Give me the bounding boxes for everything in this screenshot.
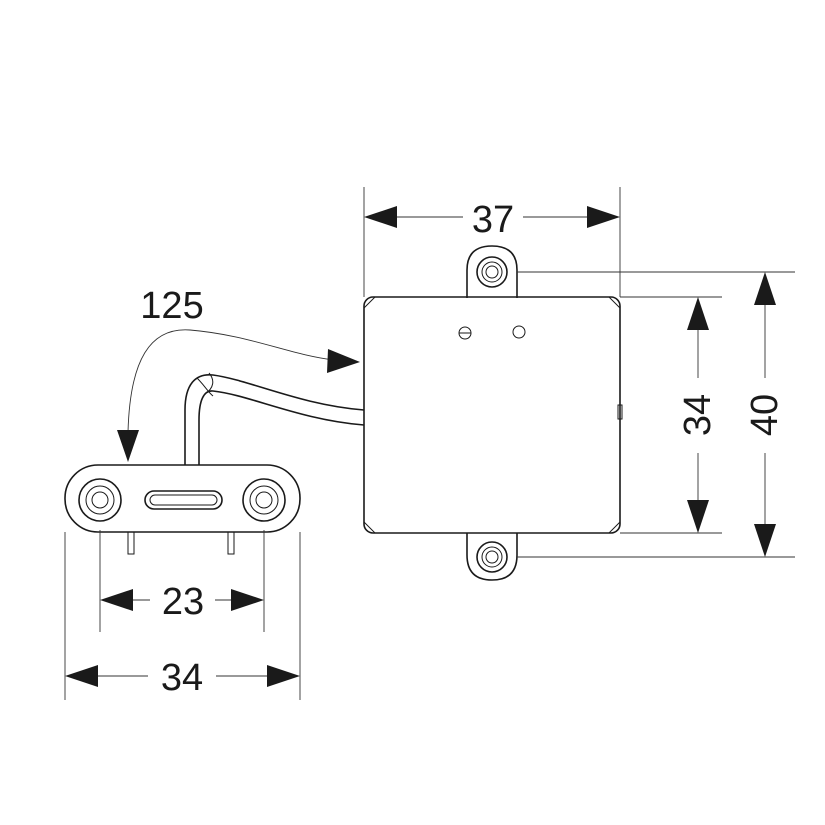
- led-indicator-icon: [512, 325, 526, 339]
- sensor-right-hole-outer: [242, 478, 286, 522]
- sensor-right-hole-core: [255, 491, 273, 509]
- junction-box: [363, 245, 623, 581]
- bottom-mounting-hole-outer: [476, 541, 508, 573]
- sensor-left-hole-core: [91, 491, 109, 509]
- top-mounting-tab: [466, 245, 518, 298]
- cable: [184, 372, 365, 465]
- sensor-pin-right: [227, 531, 235, 555]
- cable-twist: [196, 377, 214, 397]
- corner-bevel: [363, 521, 376, 534]
- sensor-slot: [144, 490, 223, 510]
- dimension-label-sensor-width: 34: [161, 657, 203, 699]
- sensor-left-hole-outer: [78, 478, 122, 522]
- bottom-mounting-tab: [466, 533, 518, 581]
- dimension-label-cable-length: 125: [140, 285, 203, 327]
- dimension-box-total-height: 40: [744, 272, 786, 557]
- dimension-box-width: 37: [364, 199, 620, 241]
- corner-bevel: [608, 296, 621, 309]
- sensor-right-hole-mid: [249, 485, 279, 515]
- sensor-body: [64, 464, 301, 533]
- cable-upper-edge: [184, 374, 365, 465]
- corner-bevel: [363, 296, 376, 309]
- dimension-label-box-total-height: 40: [744, 394, 786, 436]
- cable-lower-edge: [198, 390, 365, 465]
- top-mounting-hole-outer: [476, 256, 508, 288]
- side-notch: [617, 404, 623, 420]
- dimension-box-body-height: 34: [677, 297, 719, 533]
- bottom-mounting-hole-core: [485, 550, 499, 564]
- extension-lines: [64, 187, 795, 700]
- sensor: [64, 464, 301, 555]
- bottom-mounting-hole-inner: [481, 546, 503, 568]
- top-mounting-hole-inner: [481, 261, 503, 283]
- dimension-label-box-body-height: 34: [677, 394, 719, 436]
- dimension-sensor-hole-spacing: 23: [100, 581, 264, 623]
- dimension-cable-length: 125: [117, 285, 360, 462]
- sensor-left-hole-mid: [85, 485, 115, 515]
- cable-twist: [204, 372, 214, 395]
- dimension-label-sensor-hole-spacing: 23: [162, 581, 204, 623]
- corner-bevel: [608, 521, 621, 534]
- dimension-sensor-width: 34: [65, 657, 300, 699]
- sensor-slot-inner: [149, 494, 218, 506]
- dimension-label-box-width: 37: [472, 199, 514, 241]
- sensor-pin-left: [127, 531, 135, 555]
- box-body: [363, 296, 621, 534]
- top-mounting-hole-core: [485, 265, 499, 279]
